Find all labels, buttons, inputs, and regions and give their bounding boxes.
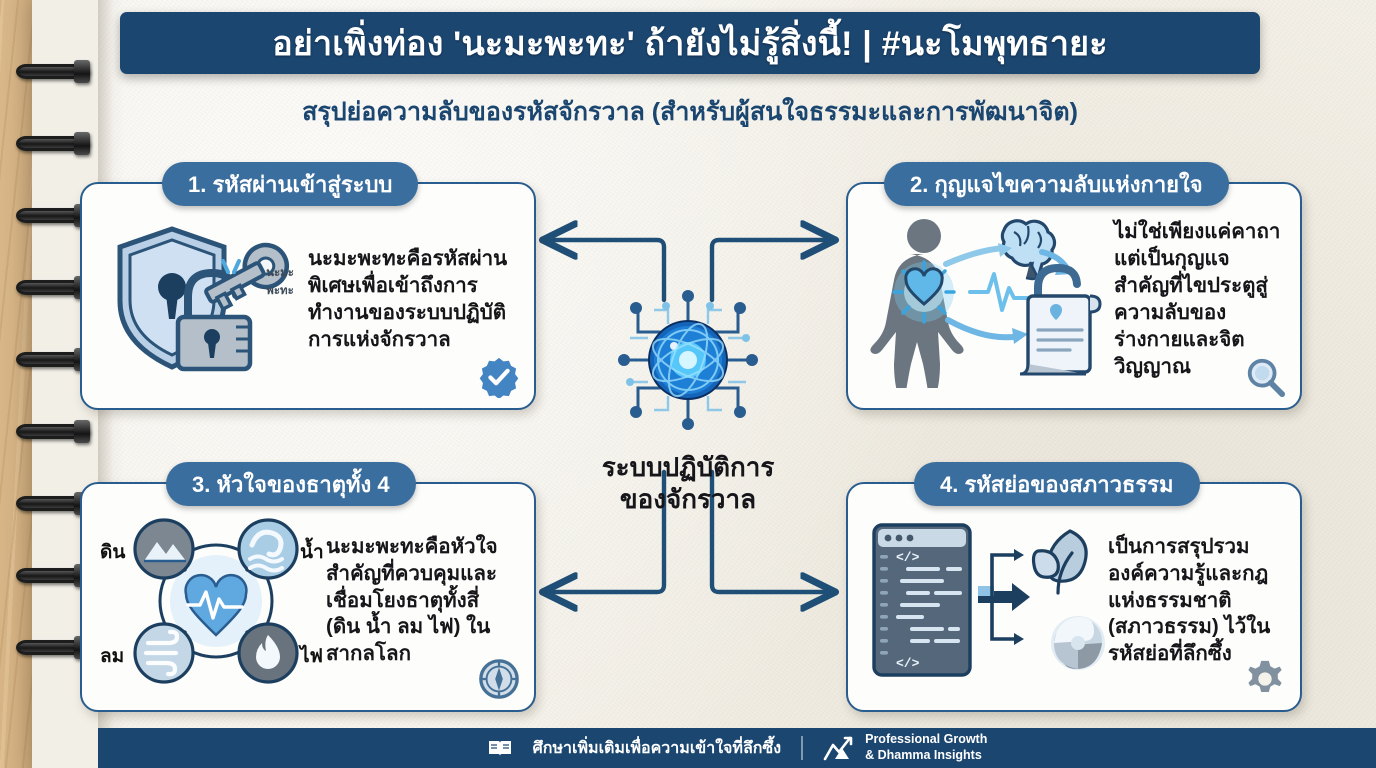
title-bar: อย่าเพิ่งท่อง 'นะมะพะทะ' ถ้ายังไม่รู้สิ่… [120, 12, 1260, 74]
gear-icon [1248, 660, 1282, 692]
element-label-water: น้ำ [300, 542, 324, 563]
footer-bar: ศึกษาเพิ่มเติมเพื่อความเข้าใจที่ลึกซึ้ง … [98, 728, 1376, 768]
card-4-badge: 4. รหัสย่อของสภาวธรรม [914, 462, 1200, 506]
code-window-nature-icon: </> </> [866, 511, 1108, 691]
footer-divider [801, 736, 804, 760]
card-1[interactable]: 1. รหัสผ่านเข้าสู่ระบบ [80, 162, 536, 410]
page-subtitle: สรุปย่อความลับของรหัสจักรวาล (สำหรับผู้ส… [302, 98, 1078, 126]
body-brain-heart-unlock-icon [866, 212, 1114, 398]
card-1-text: นะมะพะทะคือรหัสผ่านพิเศษเพื่อเข้าถึงการท… [308, 247, 508, 351]
element-label-fire: ไฟ [300, 646, 324, 667]
card-4[interactable]: 4. รหัสย่อของสภาวธรรม [846, 462, 1302, 712]
page-title: อย่าเพิ่งท่อง 'นะมะพะทะ' ถ้ายังไม่รู้สิ่… [272, 25, 1108, 63]
center-label-line2: ของจักรวาล [619, 483, 757, 514]
card-3-body: ดิน น้ำ ลม ไฟ นะมะพะทะคือหัวใจสำคัญที่คว… [82, 484, 534, 710]
verified-check-badge-icon [479, 357, 519, 398]
card-2[interactable]: 2. กุญแจไขความลับแห่งกายใจ [846, 162, 1302, 410]
shield-caption-line1: นะมะ [266, 267, 294, 279]
code-tag-bottom: </> [896, 656, 920, 671]
shield-caption-line2: พะทะ [266, 285, 294, 297]
element-label-earth: ดิน [100, 542, 126, 563]
brand-line-2: & Dhamma Insights [865, 748, 982, 762]
binding-ring [16, 420, 102, 444]
code-tag-top: </> [896, 550, 920, 565]
shield-lock-key-icon: นะมะ พะทะ [100, 215, 308, 385]
card-4-text: เป็นการสรุปรวมองค์ความรู้และกฎแห่งธรรมชา… [1108, 534, 1271, 666]
card-4-body: </> </> [848, 484, 1300, 710]
compass-icon [479, 659, 519, 699]
growth-chart-icon [823, 736, 853, 761]
card-3-badge: 3. หัวใจของธาตุทั้ง 4 [166, 462, 416, 506]
footer-note: ศึกษาเพิ่มเติมเพื่อความเข้าใจที่ลึกซึ้ง [532, 739, 782, 757]
center-label-line1: ระบบปฏิบัติการ [601, 452, 775, 482]
spiral-binding [8, 0, 108, 768]
center-label: ระบบปฏิบัติการ ของจักรวาล [548, 452, 828, 515]
open-book-icon [488, 741, 511, 756]
element-label-wind: ลม [100, 646, 125, 667]
binding-ring [16, 132, 102, 156]
binding-ring [16, 60, 102, 84]
brand-line-1: Professional Growth [865, 732, 988, 747]
card-3-text: นะมะพะทะคือหัวใจสำคัญที่ควบคุมและเชื่อมโ… [326, 534, 498, 666]
card-1-body: นะมะ พะทะ นะมะพะทะคือรหัสผ่านพิเศษเพื่อเ… [82, 184, 534, 408]
brand-logo: Professional Growth & Dhamma Insights [823, 732, 987, 763]
card-2-badge: 2. กุญแจไขความลับแห่งกายใจ [884, 162, 1229, 206]
card-2-text: ไม่ใช่เพียงแค่คาถา แต่เป็นกุญแจสำคัญที่ไ… [1114, 220, 1281, 378]
card-3[interactable]: 3. หัวใจของธาตุทั้ง 4 [80, 462, 536, 712]
four-elements-wheel-icon: ดิน น้ำ ลม ไฟ [100, 511, 326, 691]
brand-text: Professional Growth & Dhamma Insights [865, 732, 987, 763]
universe-sphere-icon [608, 280, 768, 440]
magnifier-icon [1247, 358, 1286, 398]
card-2-body: ไม่ใช่เพียงแค่คาถา แต่เป็นกุญแจสำคัญที่ไ… [848, 184, 1300, 408]
card-1-badge: 1. รหัสผ่านเข้าสู่ระบบ [162, 162, 419, 206]
